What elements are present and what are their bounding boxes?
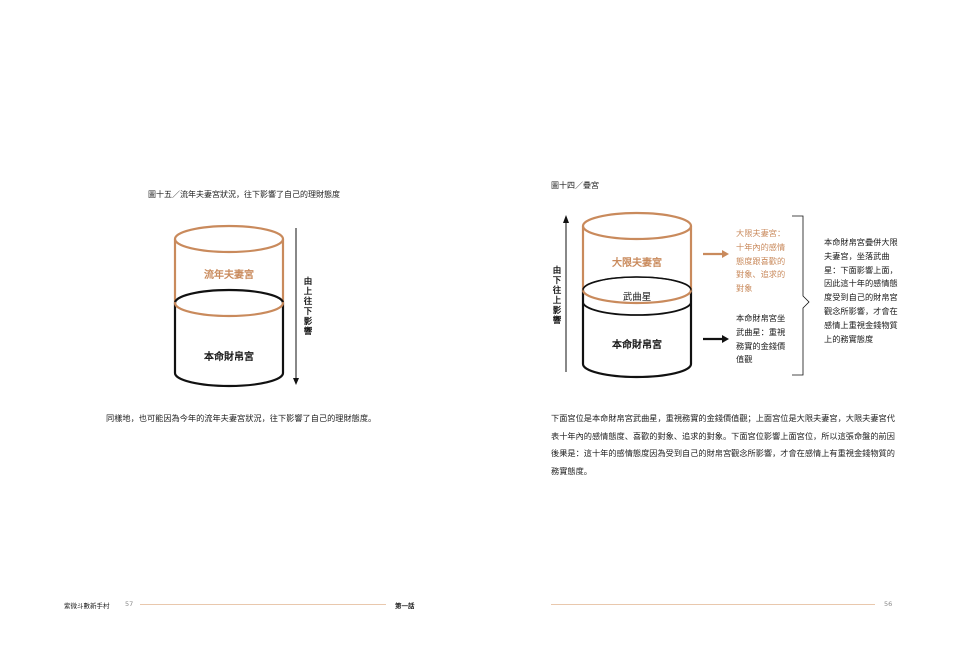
left-cylinder-divider-back bbox=[173, 288, 285, 305]
bracket-note: 本命財帛宮疊併大限夫妻宮，坐落武曲星：下面影響上面，因此這十年的感情態度受到自己… bbox=[824, 237, 898, 344]
left-bottom-label: 本命財帛宮 bbox=[204, 352, 254, 363]
down-arrow bbox=[293, 228, 299, 385]
black-arrow bbox=[703, 335, 729, 343]
left-cylinder-bottom-shell bbox=[173, 301, 285, 388]
right-top-label: 大限夫妻宮 bbox=[612, 258, 662, 269]
annotation-bottom: 本命財帛宮坐武曲星：重視務實的金錢價值觀 bbox=[736, 313, 786, 365]
right-cylinder-top-shell bbox=[581, 224, 693, 292]
right-cylinder-middle-ellipse bbox=[582, 276, 692, 291]
bracket bbox=[792, 215, 810, 376]
footer-book-title: 紫微斗數新手村 bbox=[64, 602, 110, 610]
right-arrow-label: 由下往上影響 bbox=[552, 266, 562, 326]
right-middle-label: 武曲星 bbox=[622, 292, 652, 303]
right-cylinder-top-ellipse bbox=[581, 211, 693, 241]
orange-arrow bbox=[703, 250, 729, 258]
left-cylinder-divider-front bbox=[173, 301, 285, 318]
left-body-text: 同樣地，也可能因為今年的流年夫妻宮狀況，往下影響了自己的理財態度。 bbox=[106, 413, 377, 423]
up-arrow bbox=[563, 215, 569, 372]
footer-chapter: 第一話 bbox=[395, 602, 415, 610]
left-cylinder-top-ellipse bbox=[173, 224, 285, 254]
figure-15-caption: 圖十五／流年夫妻宮狀況，往下影響了自己的理財態度 bbox=[148, 190, 340, 199]
right-body-text: 下面宮位是本命財帛宮武曲星，重視務實的金錢價值觀；上面宮位是大限夫妻宮，大限夫妻… bbox=[551, 413, 895, 476]
left-arrow-label: 由上往下影響 bbox=[303, 277, 313, 337]
left-cylinder bbox=[173, 224, 285, 388]
footer-left-rule bbox=[140, 604, 386, 605]
right-bottom-label: 本命財帛宮 bbox=[612, 340, 662, 351]
left-cylinder-top-shell bbox=[173, 237, 285, 305]
right-cylinder bbox=[581, 211, 693, 379]
right-cylinder-bottom-shell bbox=[581, 288, 693, 379]
footer-right-rule bbox=[551, 604, 875, 605]
annotation-top: 大限夫妻宮：十年內的感情態度跟喜歡的對象、追求的對象 bbox=[736, 228, 786, 294]
left-top-label: 流年夫妻宮 bbox=[204, 270, 254, 281]
footer-right-page-number: 56 bbox=[884, 600, 893, 608]
right-cylinder-divider-front bbox=[581, 288, 693, 305]
figure-14-caption: 圖十四／疊宮 bbox=[551, 181, 599, 190]
footer-left-page-number: 57 bbox=[125, 600, 134, 608]
